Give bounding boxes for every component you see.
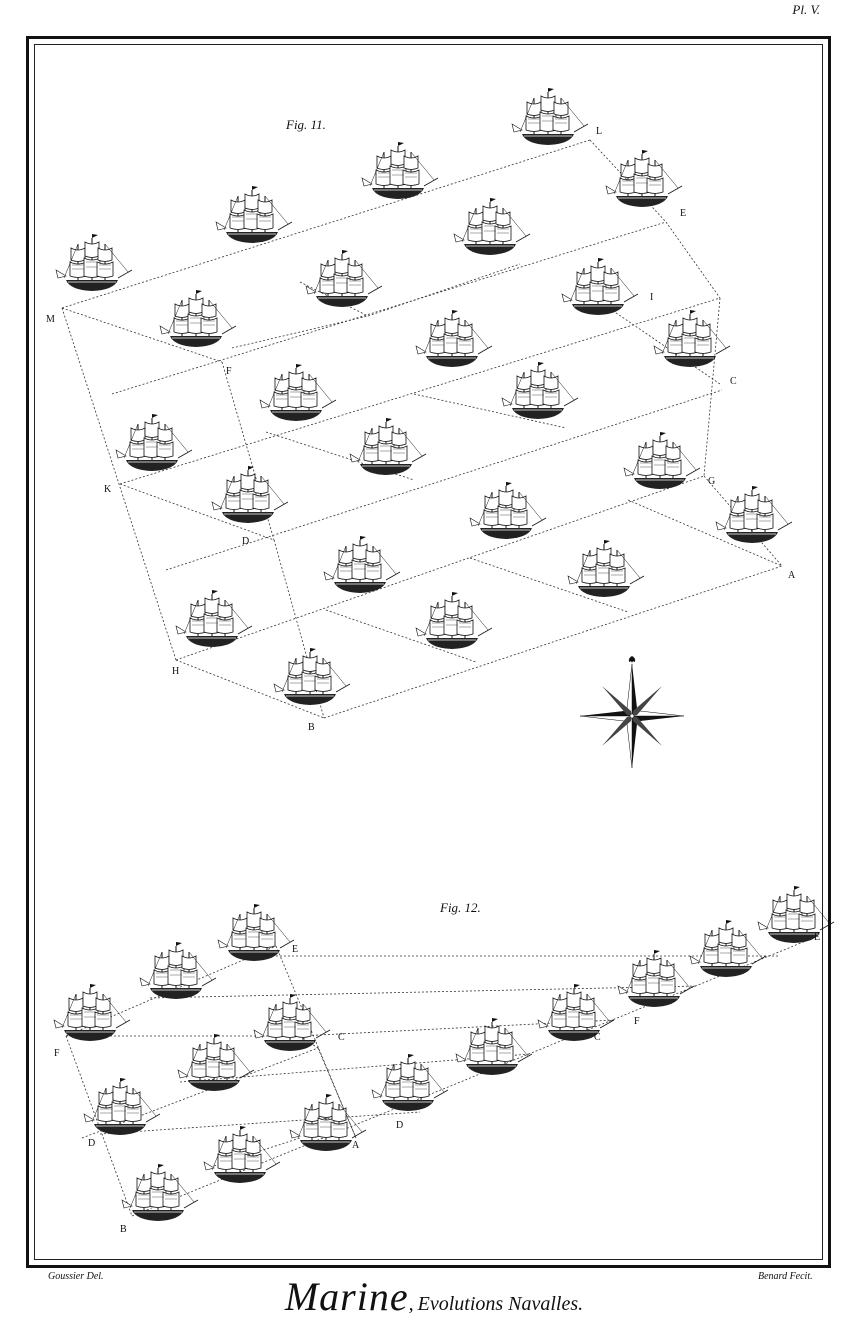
point-label: D [396,1120,403,1131]
ship-icon [175,589,253,648]
ship-icon [561,257,639,316]
point-label: F [54,1048,60,1059]
ship-icon [605,149,683,208]
point-label: D [242,536,249,547]
ship-icon [623,431,701,490]
ship-icon [757,885,835,944]
ship-icon [361,141,439,200]
plate-title-main: Marine [284,1274,409,1319]
fig12-fleet [53,885,835,1222]
ship-icon [53,983,131,1042]
compass-rose-icon [579,656,685,769]
point-label: H [172,666,179,677]
point-label: B [308,722,315,733]
point-label: M [46,314,55,325]
ship-icon [323,535,401,594]
plate-title: Marine, Evolutions Navalles. [0,1273,868,1320]
ship-icon [715,485,793,544]
ship-icon [415,591,493,650]
point-label: A [352,1140,360,1151]
ship-icon [115,413,193,472]
point-label: L [596,126,602,137]
point-label: F [226,366,232,377]
fig11-grid [61,139,783,719]
ship-icon [511,87,589,146]
fig11-letters: L E I C M F K D G A H B [46,126,796,733]
ship-icon [415,309,493,368]
ship-icon [653,309,731,368]
point-label: C [730,376,737,387]
fig11-fleet [55,87,793,706]
fig12-letters: E F C D A B E F C D [54,932,820,1235]
plate-title-sub: Evolutions Navalles. [417,1293,584,1315]
point-label: D [88,1138,95,1149]
point-label: E [814,932,820,943]
fig12-grid [65,935,819,1217]
ship-icon [215,185,293,244]
point-label: C [338,1032,345,1043]
ship-icon [83,1077,161,1136]
point-label: A [788,570,796,581]
ship-icon [371,1053,449,1112]
point-label: E [292,944,298,955]
ship-icon [177,1033,255,1092]
ship-icon [217,903,295,962]
figure-11-label: Fig. 11. [286,117,326,132]
ship-icon [203,1125,281,1184]
ship-icon [537,983,615,1042]
ship-icon [349,417,427,476]
point-label: F [634,1016,640,1027]
ship-icon [501,361,579,420]
ship-icon [469,481,547,540]
ship-icon [121,1163,199,1222]
point-label: I [650,292,653,303]
ship-icon [253,993,331,1052]
ship-icon [689,919,767,978]
plate-number: Pl. V. [792,2,820,17]
ship-icon [55,233,133,292]
plate-frame-outer [26,36,831,1268]
credit-draftsman: Goussier Del. [48,1271,104,1282]
point-label: C [594,1032,601,1043]
ship-icon [139,941,217,1000]
figure-12-label: Fig. 12. [440,900,481,915]
ship-icon [305,249,383,308]
point-label: B [120,1224,127,1235]
point-label: E [680,208,686,219]
ship-icon [211,465,289,524]
point-label: K [104,484,112,495]
ship-icon [273,647,351,706]
ship-icon [455,1017,533,1076]
ship-icon [453,197,531,256]
ship-icon [567,539,645,598]
plate-frame-inner [34,44,823,1260]
point-label: G [708,476,715,487]
plate-title-separator: , [408,1293,414,1315]
ship-icon [259,363,337,422]
ship-icon [159,289,237,348]
credit-engraver: Benard Fecit. [758,1271,813,1282]
ship-icon [617,949,695,1008]
